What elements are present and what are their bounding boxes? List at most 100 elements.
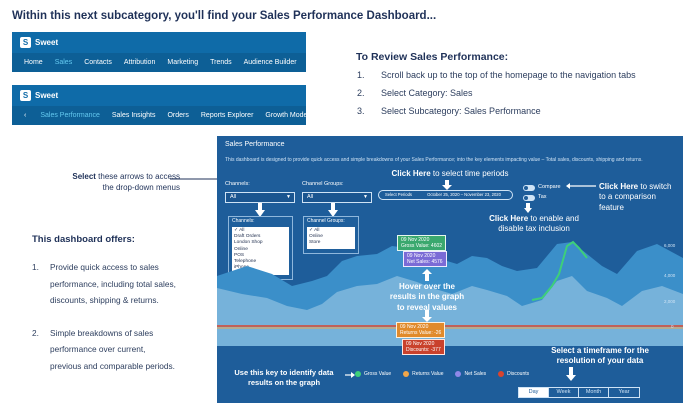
subtab-growth-modeller[interactable]: Growth Modeller [265,112,317,119]
timeframe-year-button[interactable]: Year [618,389,630,395]
tooltip-date: 09 Nov 2020 [406,341,435,347]
arrow-up-icon [422,269,432,281]
callout-text: to switch [638,182,672,191]
channel-option[interactable]: iPhone [234,265,249,271]
dashboard-title: Sales Performance [225,141,285,148]
offer-line: 2.Simple breakdowns of sales [32,325,212,342]
key-arrow [345,372,355,378]
tooltip-discounts: 09 Nov 2020 Discounts: -377 [402,339,445,355]
channel-option[interactable]: London Shop [234,240,263,246]
note-text-2: the drop-down menus [102,182,180,192]
arrow-down-icon [255,203,265,217]
tooltip-value: Returns Value: -26 [400,330,442,336]
review-title: To Review Sales Performance: [356,51,509,63]
offer-text: previous and comparable periods. [50,360,175,371]
legend-item[interactable]: Discounts [498,371,529,377]
offer-line: 1. Provide quick access to sales [32,259,212,276]
gross-value-line [531,240,588,301]
chevron-down-icon[interactable]: ▼ [286,194,291,200]
compare-toggle[interactable] [523,185,535,191]
tooltip-date: 09 Nov 2020 [400,324,429,330]
sales-performance-dashboard: Sales Performance This dashboard is desi… [217,136,683,403]
compare-arrow [566,183,596,189]
tax-toggle[interactable] [523,195,535,201]
offer-number: 1. [32,262,39,272]
channel-option[interactable]: Draft Orders [234,234,261,240]
timeframe-day-button[interactable]: Day [519,388,549,397]
brand-name: Sweet [35,91,59,100]
channels-dropdown[interactable]: All ▼ [225,192,295,203]
tab-marketing[interactable]: Marketing [167,59,199,66]
channel-option[interactable]: Online [234,246,248,252]
offer-text: Provide quick access to sales [50,262,159,272]
tab-home[interactable]: Home [24,59,43,66]
tab-attribution[interactable]: Attribution [123,59,156,66]
legend-label: Discounts [507,371,530,377]
legend-item[interactable]: Net Sales [455,371,486,377]
callout-text: disable tax inclusion [498,224,570,234]
legend-label: Net Sales [464,371,487,377]
group-option[interactable]: ✓ All [309,228,320,233]
offer-line: performance over current, [32,341,212,358]
dropdown-arrows-note: Select these arrows to access the drop-d… [20,172,180,194]
channels-list-title: Channels: [232,218,255,224]
callout-line: resolution of your data [556,356,644,366]
arrow-down-icon [422,310,432,322]
tooltip-returns: 09 Nov 2020 Returns Value: -26 [396,322,446,338]
sweet-logo-icon: S [20,37,31,48]
offer-item: 2.Simple breakdowns of sales performance … [32,325,212,375]
tooltip-net-sales: 09 Nov 2020 Net Sales: 4576 [403,251,447,267]
callout-text: feature [599,202,624,212]
subtab-sales-insights[interactable]: Sales Insights [111,112,156,119]
group-option[interactable]: Online [309,234,323,240]
subtab-orders[interactable]: Orders [167,112,189,119]
tax-callout: Click Here to enable and disable tax inc… [479,214,589,235]
legend-label: Gross Value [364,371,392,377]
callout-text: to enable and [528,214,579,223]
channel-option[interactable]: POS [234,252,245,258]
tab-contacts[interactable]: Contacts [84,59,112,66]
group-option[interactable]: Store [309,240,321,246]
brand-logo: S Sweet [20,37,58,48]
legend-item[interactable]: Gross Value [355,371,391,377]
y-tick-6000: 6,000 [664,243,676,248]
channel-option[interactable]: ✓ All [234,228,245,233]
tab-trends[interactable]: Trends [210,59,232,66]
back-arrow-icon[interactable]: ‹ [24,112,27,119]
tab-sales[interactable]: Sales [54,59,73,66]
period-selector[interactable]: Select Periods October 25, 2020 – Novemb… [378,190,513,200]
channel-groups-dropdown[interactable]: All ▼ [302,192,372,203]
nav-bar-subcategories: S Sweet ‹ Sales Performance Sales Insight… [12,85,317,125]
nav-bar-categories: S Sweet Home Sales Contacts Attribution Mark… [12,32,306,72]
channel-groups-label: Channel Groups: [302,181,344,187]
legend-swatch [455,371,462,377]
offer-text: performance over current, [50,344,146,354]
callout-bold: Click Here [391,169,431,178]
note-text: these arrows to access [95,172,180,181]
offer-number: 2. [32,327,39,338]
step-number: 1. [357,70,365,80]
channel-option[interactable]: Telephone [234,259,257,265]
timeframe-week-button[interactable]: Week [549,388,579,397]
tab-audience-builder[interactable]: Audience Builder [243,59,297,66]
subtab-reports-explorer[interactable]: Reports Explorer [200,112,254,119]
brand-name: Sweet [35,38,59,47]
arrow-down-icon [566,367,576,381]
sweet-logo-icon: S [20,90,31,101]
review-step: 1.Scroll back up to the top of the homep… [357,66,636,84]
arrow-down-icon [328,203,338,217]
offer-number [32,341,50,358]
legend-item[interactable]: Returns Value [403,371,443,377]
groups-list-title: Channel Groups: [307,218,345,224]
timeframe-month-button[interactable]: Month [579,388,609,397]
tooltip-value: Discounts: -377 [406,347,441,353]
subtab-sales-performance[interactable]: Sales Performance [40,112,100,119]
dashboard-description: This dashboard is designed to provide qu… [225,157,643,163]
legend-swatch [355,371,361,377]
y-tick-2000: 2,000 [664,299,676,304]
chevron-down-icon[interactable]: ▼ [363,194,368,200]
offer-number [32,292,50,309]
